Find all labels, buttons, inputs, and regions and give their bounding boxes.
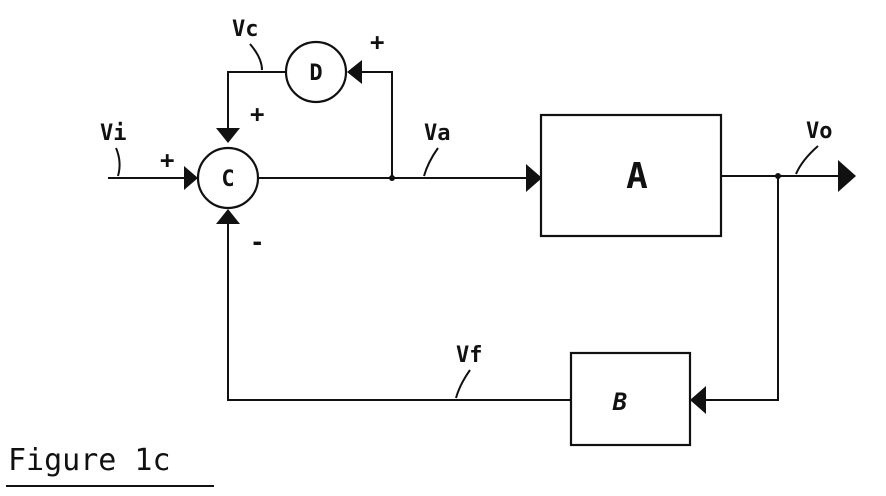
label-a: A (626, 156, 648, 197)
signal-vf: Vf (455, 343, 483, 399)
feedback-block-b: B (569, 351, 692, 447)
label-vc: Vc (232, 17, 259, 42)
arrow-into-d (347, 60, 362, 84)
signal-vi: Vi (100, 121, 127, 177)
amplifier-block-a: A (539, 113, 723, 238)
label-b: B (612, 388, 627, 416)
sign-c-bottom: - (250, 228, 264, 256)
wire-va-to-d (362, 71, 393, 178)
caption-text: Figure 1c (8, 443, 171, 478)
arrow-output (838, 160, 856, 192)
wire-vo-to-b (706, 176, 779, 401)
arrow-into-c-left (184, 166, 198, 190)
junction-va (389, 175, 395, 181)
label-c: C (221, 167, 234, 192)
wires (108, 71, 838, 401)
summing-node-c: C (196, 146, 260, 210)
label-vf: Vf (456, 343, 483, 368)
sign-d-input: + (370, 28, 384, 56)
label-d: D (309, 61, 322, 86)
label-va: Va (424, 121, 451, 146)
signal-va: Va (423, 121, 451, 177)
arrow-into-c-bottom (216, 209, 240, 224)
sign-c-input: + (160, 146, 174, 174)
signal-vo: Vo (795, 119, 833, 175)
wire-b-to-c (227, 222, 572, 401)
label-vo: Vo (806, 119, 833, 144)
label-vi: Vi (100, 121, 127, 146)
junction-vo (775, 173, 781, 179)
signal-vc: Vc (232, 17, 263, 71)
feedback-node-d: D (284, 40, 348, 104)
arrow-into-c-top (216, 128, 240, 143)
sign-c-top: + (250, 100, 264, 128)
arrow-into-b (690, 386, 706, 414)
arrowheads (184, 60, 856, 414)
arrow-into-a (526, 164, 542, 192)
figure-caption: Figure 1c (6, 443, 214, 487)
wire-d-to-c (227, 71, 288, 130)
